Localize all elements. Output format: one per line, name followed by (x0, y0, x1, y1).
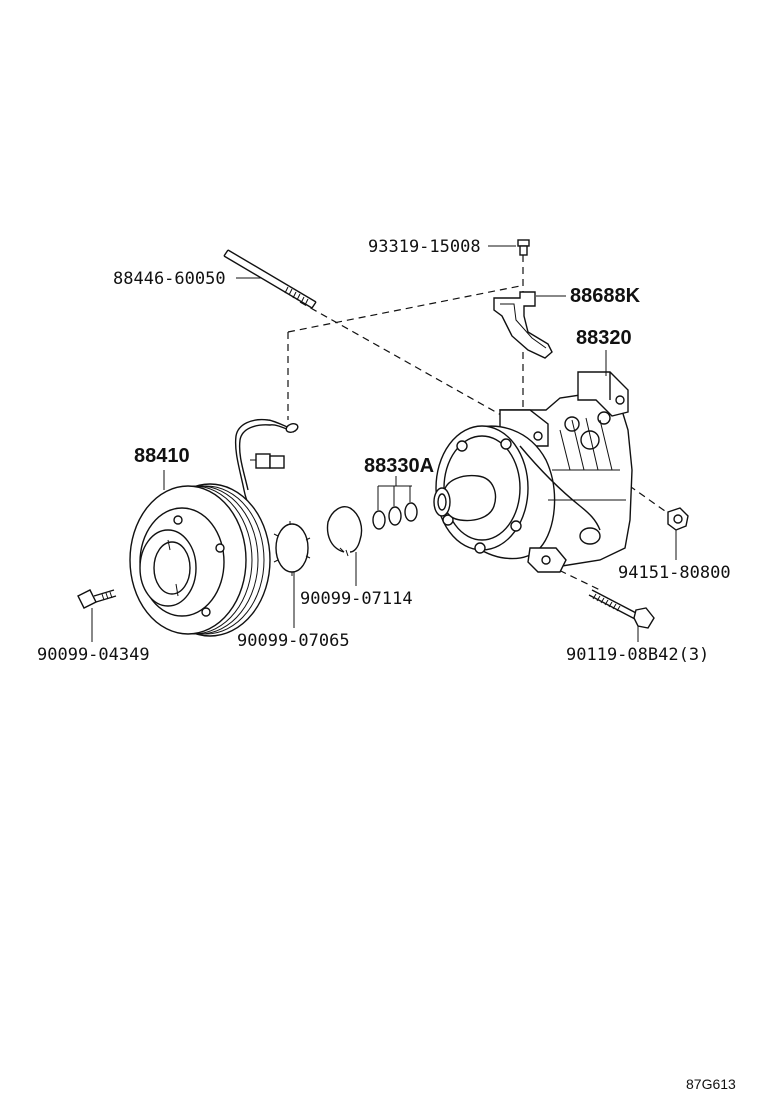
label-clutch-pulley[interactable]: 88410 (134, 445, 190, 467)
label-shim-set[interactable]: 88330A (364, 455, 434, 477)
part-labels: 88446-60050 93319-15008 88688K 88320 884… (37, 237, 736, 1092)
bracket-part[interactable] (493, 291, 553, 359)
retainer-ring-part[interactable] (273, 521, 311, 576)
nut-part[interactable] (667, 507, 689, 531)
label-mount-bolt[interactable]: 90119-08B42(3) (566, 645, 709, 665)
mount-bolt-part[interactable] (588, 589, 655, 629)
label-top-bolt[interactable]: 93319-15008 (368, 237, 481, 257)
top-bolt-part[interactable] (517, 239, 530, 256)
label-hub-bolt[interactable]: 90099-04349 (37, 645, 150, 665)
stud-bolt-part[interactable] (223, 249, 317, 309)
shim-set-part[interactable] (372, 502, 418, 530)
label-bracket[interactable]: 88688K (570, 285, 641, 307)
label-retainer-ring[interactable]: 90099-07065 (237, 631, 350, 651)
compressor-part[interactable] (433, 371, 633, 573)
label-nut[interactable]: 94151-80800 (618, 563, 731, 583)
clutch-pulley-part[interactable] (129, 483, 271, 637)
label-snap-ring[interactable]: 90099-07114 (300, 589, 413, 609)
snap-ring-part[interactable] (326, 506, 363, 557)
hub-bolt-part[interactable] (77, 589, 117, 609)
diagram-code: 87G613 (686, 1076, 736, 1092)
label-compressor[interactable]: 88320 (576, 327, 632, 349)
label-stud-bolt[interactable]: 88446-60050 (113, 269, 226, 289)
leader-lines (91, 245, 677, 642)
